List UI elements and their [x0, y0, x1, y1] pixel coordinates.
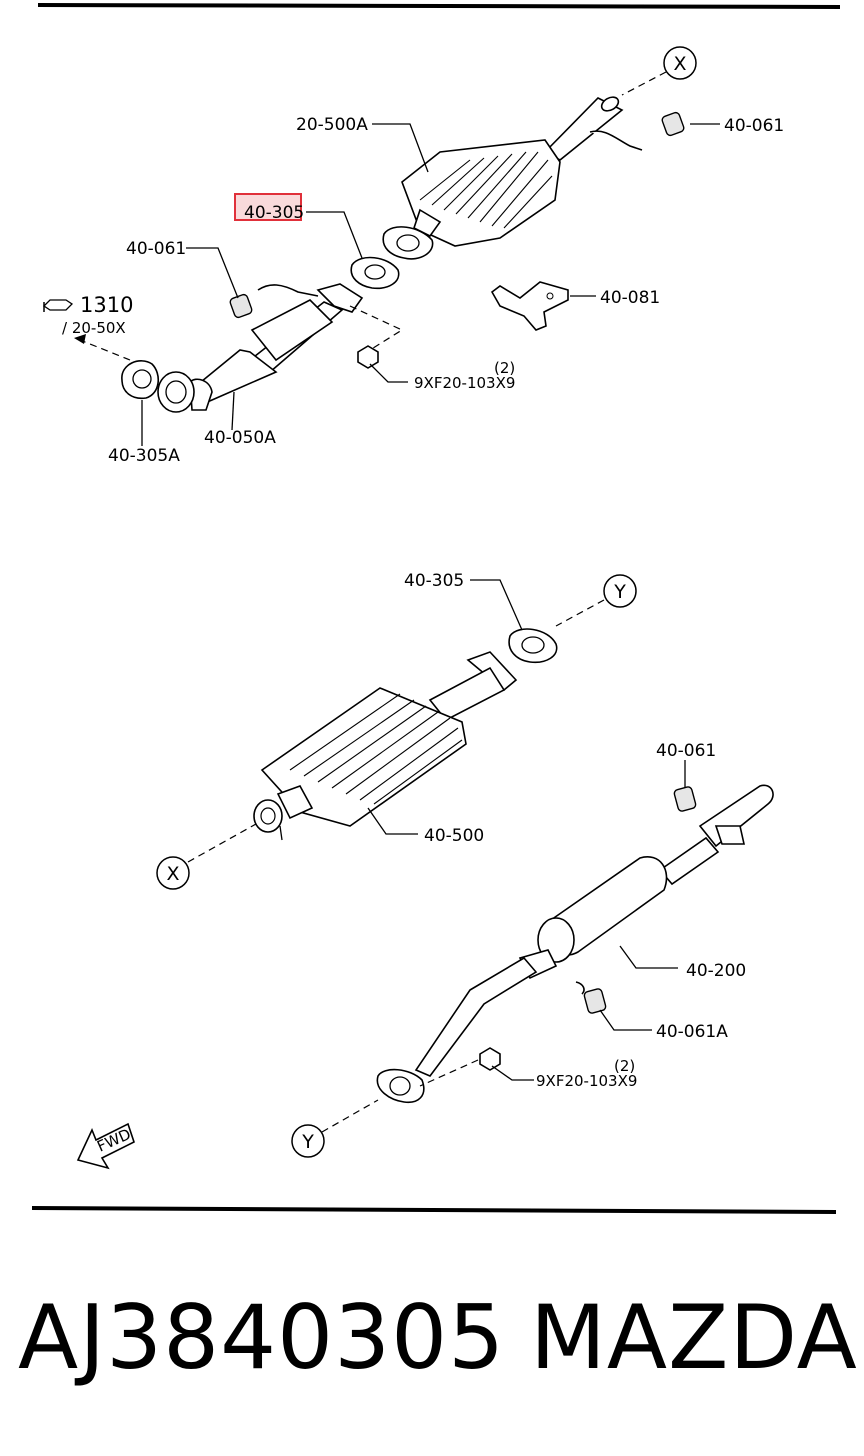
bottom-border-line — [31, 1206, 837, 1214]
label-catalytic: 20-500A — [296, 115, 368, 135]
svg-text:Y: Y — [301, 1131, 314, 1153]
label-bracket: 40-081 — [600, 288, 660, 308]
nut-bottom — [479, 1047, 501, 1071]
label-nut-bottom: 9XF20-103X9 — [536, 1072, 637, 1090]
label-gasket-front: 40-305A — [108, 446, 180, 466]
svg-text:Y: Y — [613, 581, 626, 603]
hanger-top-right — [661, 111, 685, 137]
label-hanger-top-right: 40-061 — [724, 116, 784, 136]
connector-y-mid: Y — [603, 574, 637, 608]
ref-arrow-icon — [42, 299, 74, 312]
label-gasket-highlight[interactable]: 40-305 — [244, 203, 304, 223]
presilencer — [253, 651, 518, 841]
label-hanger-front: 40-061 — [126, 239, 186, 259]
main-silencer — [518, 784, 774, 980]
connector-x-bottom: X — [156, 856, 190, 890]
bracket — [490, 281, 569, 331]
label-hanger-rear-a: 40-061A — [656, 1022, 728, 1042]
label-nut-bottom-qty: (2) — [614, 1057, 635, 1075]
label-main-silencer: 40-200 — [686, 961, 746, 981]
label-hanger-rear: 40-061 — [656, 741, 716, 761]
svg-text:X: X — [166, 863, 179, 885]
label-ref-sub: / 20-50X — [62, 319, 126, 337]
svg-text:X: X — [673, 53, 686, 75]
gasket-mid — [508, 628, 558, 664]
hanger-front — [229, 293, 253, 319]
label-presilencer: 40-500 — [424, 826, 484, 846]
caption: AJ3840305 MAZDA — [0, 1288, 864, 1398]
brand-name: MAZDA — [530, 1286, 858, 1389]
gasket-front — [121, 360, 159, 400]
part-number: AJ3840305 — [18, 1286, 506, 1389]
connector-x-top: X — [663, 46, 697, 80]
hanger-rear-a — [583, 988, 607, 1014]
hanger-rear — [673, 786, 697, 812]
rear-pipe — [376, 956, 585, 1104]
label-ref-group: 1310 — [80, 293, 133, 317]
nut-top — [357, 345, 379, 369]
label-front-pipe: 40-050A — [204, 428, 276, 448]
label-nut-top-qty: (2) — [494, 359, 515, 377]
fwd-arrow-icon: FWD — [76, 1122, 135, 1170]
label-nut-top: 9XF20-103X9 — [414, 374, 515, 392]
catalytic-converter — [401, 96, 643, 247]
gasket-upper — [382, 226, 434, 260]
front-pipe — [157, 283, 364, 413]
label-gasket-mid: 40-305 — [404, 571, 464, 591]
connector-y-bottom: Y — [291, 1124, 325, 1158]
gasket-highlighted — [350, 256, 400, 290]
top-border-line — [37, 3, 841, 9]
highlight-box — [234, 193, 302, 221]
